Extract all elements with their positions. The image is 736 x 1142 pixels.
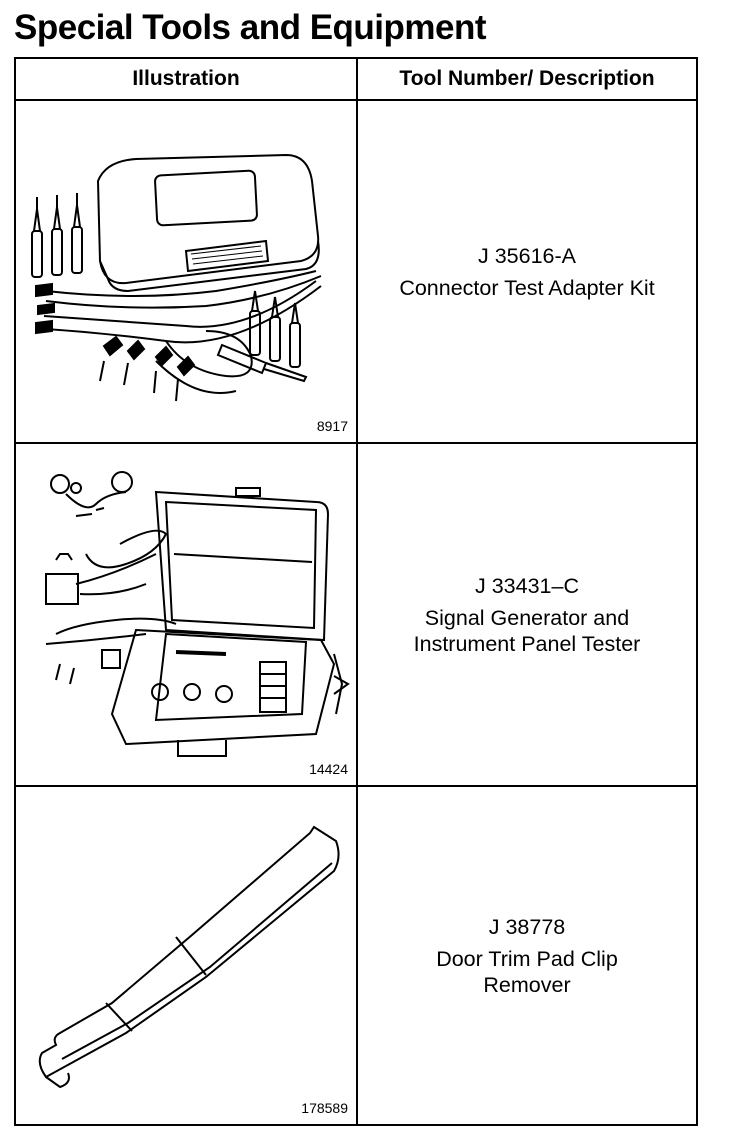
tool-description: Connector Test Adapter Kit (399, 275, 655, 300)
tool-number: J 35616-A (477, 243, 576, 268)
figure-number: 178589 (301, 1100, 348, 1116)
table-row: 178589 J 38778 Door Trim Pad Clip Remove… (14, 785, 698, 1126)
illustration-cell: 14424 (14, 442, 358, 787)
illustration-cell: 178589 (14, 785, 358, 1126)
tool-description: Door Trim Pad Clip Remover (436, 946, 618, 997)
tools-table: Illustration Tool Number/ Description (14, 57, 698, 1126)
figure-number: 8917 (316, 418, 348, 434)
clip-remover-tool-icon (38, 825, 340, 1089)
figure-number: 14424 (309, 761, 348, 777)
header-illustration: Illustration (14, 57, 358, 101)
tool-number: J 38778 (488, 914, 566, 939)
tool-description: Signal Generator and Instrument Panel Te… (413, 605, 641, 656)
test-adapter-kit-icon (31, 153, 322, 402)
header-tool-description: Tool Number/ Description (356, 57, 698, 101)
tool-description-cell: J 35616-A Connector Test Adapter Kit (356, 99, 698, 444)
illustration-cell: 8917 (14, 99, 358, 444)
table-row: 8917 J 35616-A Connector Test Adapter Ki… (14, 99, 698, 444)
signal-generator-case-icon (45, 471, 350, 757)
tool-description-cell: J 33431–C Signal Generator and Instrumen… (356, 442, 698, 787)
table-row: 14424 J 33431–C Signal Generator and Ins… (14, 442, 698, 787)
page-title: Special Tools and Equipment (14, 8, 487, 47)
tool-number: J 33431–C (475, 573, 579, 598)
table-header-row: Illustration Tool Number/ Description (14, 57, 698, 101)
tool-description-cell: J 38778 Door Trim Pad Clip Remover (356, 785, 698, 1126)
